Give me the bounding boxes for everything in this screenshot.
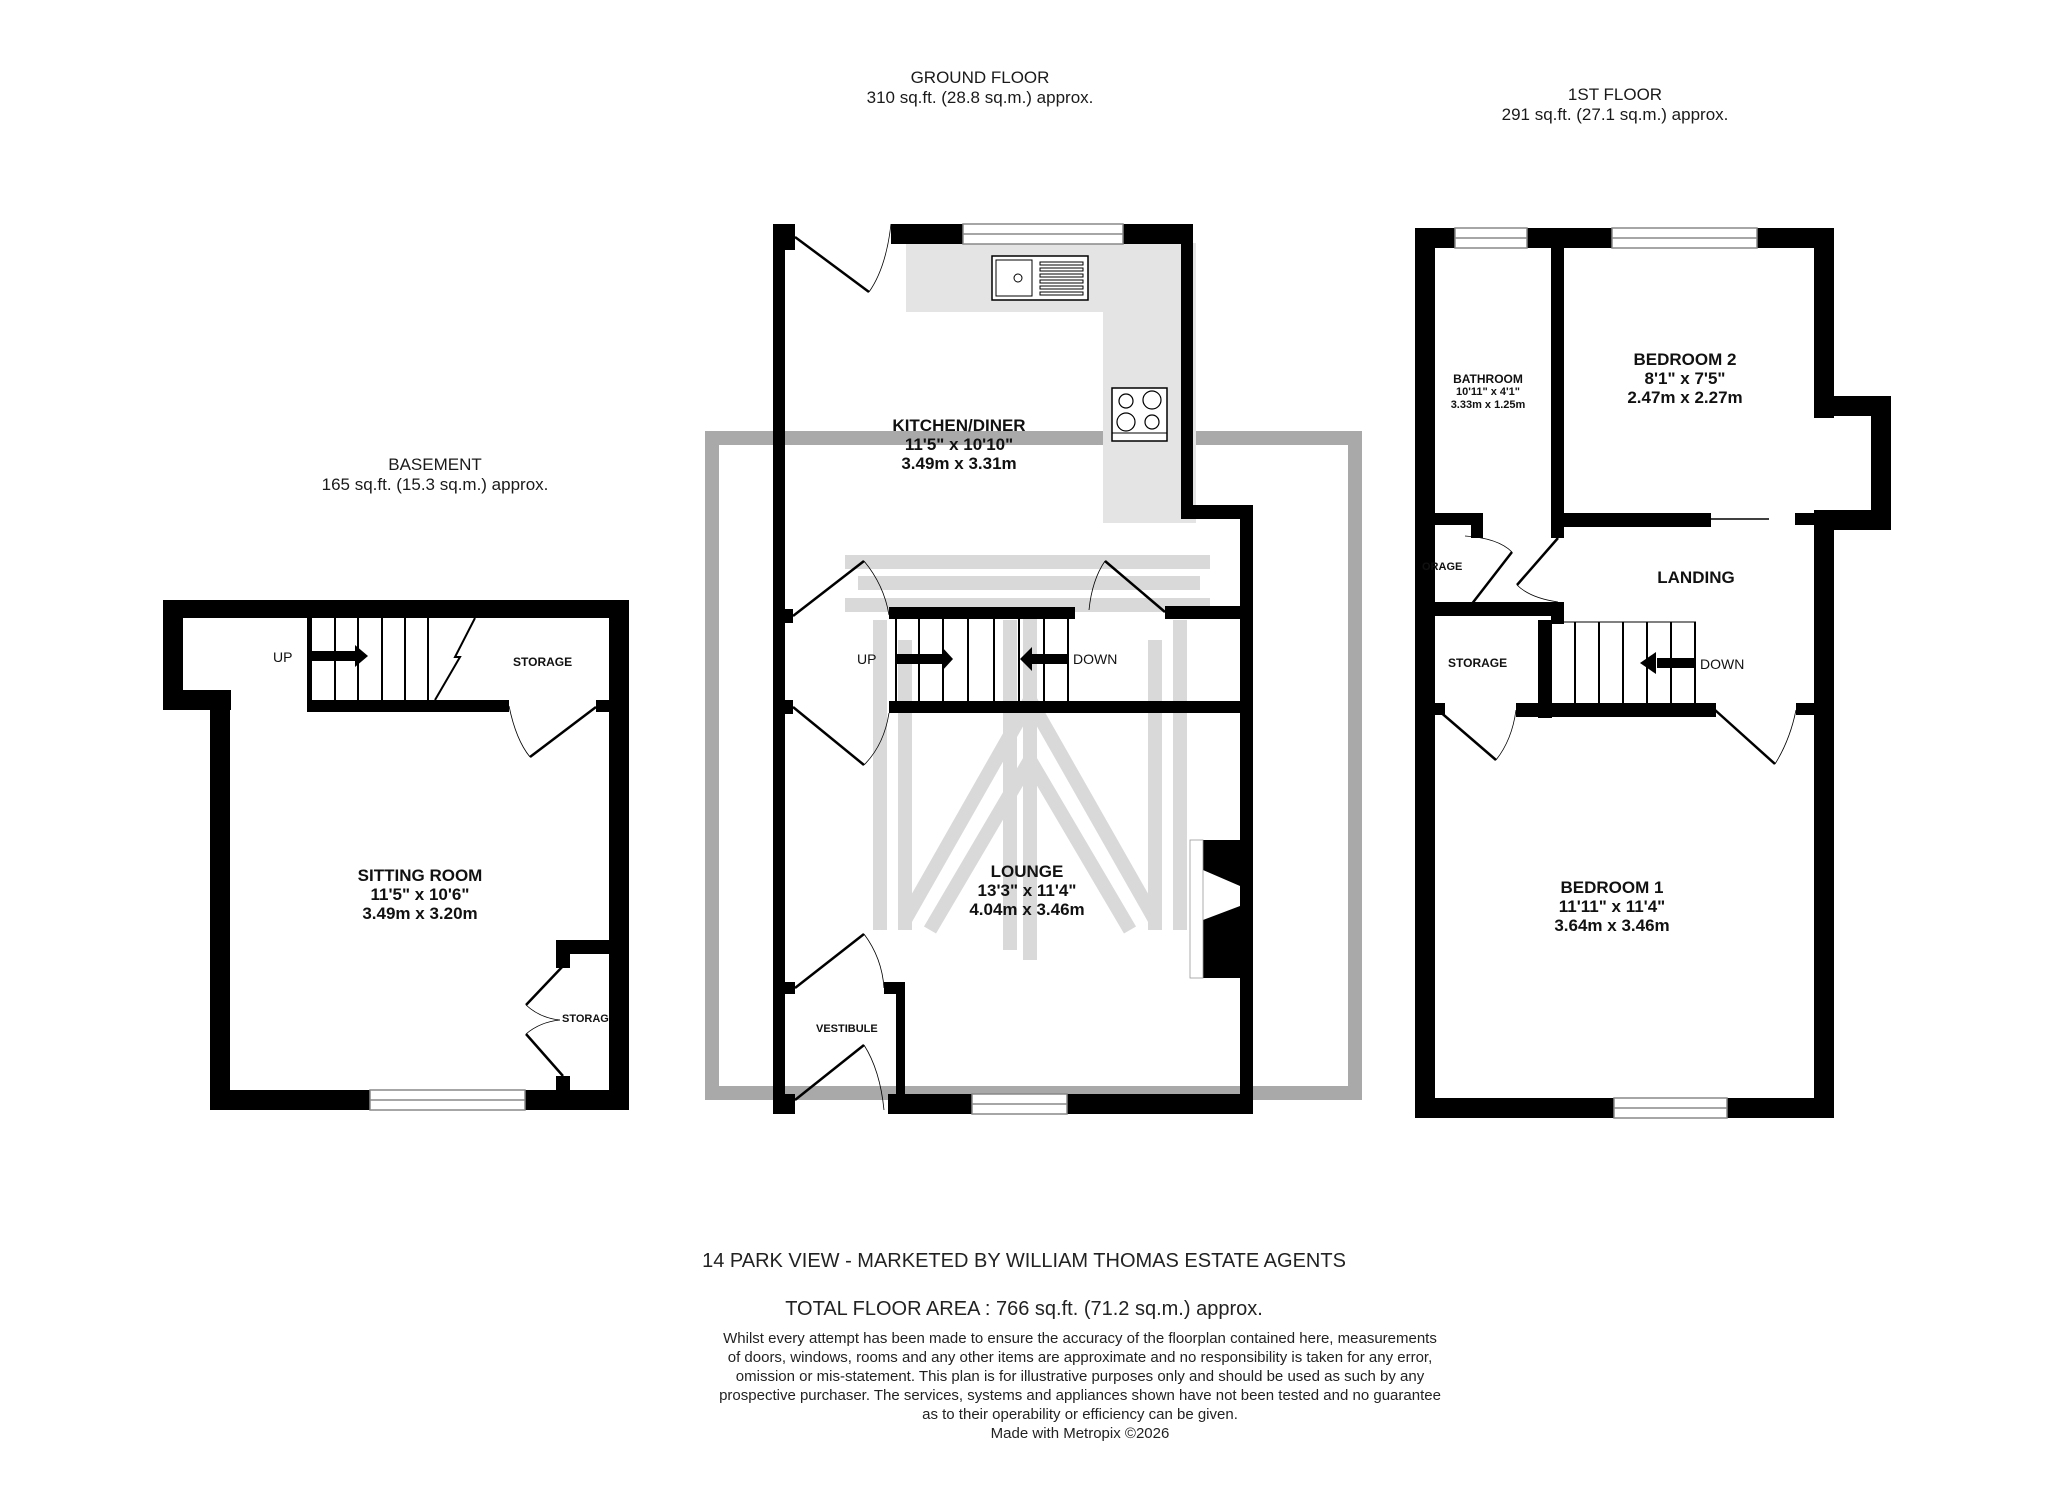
basement-side-storage-label: STORAG [562,1013,609,1025]
sitting-room-metric: 3.49m x 3.20m [362,904,478,923]
kitchen-sink [991,255,1089,301]
bedroom-1-metric: 3.64m x 3.46m [1554,916,1670,935]
ground-floor-area: 310 sq.ft. (28.8 sq.m.) approx. [866,88,1094,107]
first-stair-down-label: DOWN [1700,656,1745,672]
disclaimer-line: of doors, windows, rooms and any other i… [727,1349,1433,1366]
disclaimer-line: Whilst every attempt has been made to en… [723,1330,1437,1347]
property-title: 14 PARK VIEW - MARKETED BY WILLIAM THOMA… [702,1250,1346,1272]
bathroom-imperial: 10'11" x 4'1" [1456,386,1520,398]
lounge-name: LOUNGE [990,862,1064,881]
first-storage-lower-label: STORAGE [1448,656,1508,670]
credit: Made with Metropix ©2026 [990,1425,1170,1442]
basement-doors [508,705,597,1077]
disclaimer-line: prospective purchaser. The services, sys… [719,1387,1441,1404]
ground-doors [792,223,1166,1111]
bedroom-1-name: BEDROOM 1 [1560,878,1664,897]
ground-stair-down-label: DOWN [1073,651,1118,667]
basement-area: 165 sq.ft. (15.3 sq.m.) approx. [321,475,549,494]
total-floor-area: TOTAL FLOOR AREA : 766 sq.ft. (71.2 sq.m… [785,1298,1263,1320]
ground-stair-up-label: UP [857,651,877,667]
ground-floor-title: GROUND FLOOR [910,68,1050,87]
first-floor-plan [1415,227,1891,1119]
basement-up-arrow [312,645,368,667]
kitchen-diner-imperial: 11'5" x 10'10" [904,435,1014,454]
watermark-logo [705,431,1362,1100]
ground-floor-heading: GROUND FLOOR 310 sq.ft. (28.8 sq.m.) app… [830,68,1130,108]
lounge-imperial: 13'3" x 11'4" [977,881,1077,900]
disclaimer-line: as to their operability or efficiency ca… [922,1406,1238,1423]
bedroom-2-imperial: 8'1" x 7'5" [1644,369,1726,388]
bedroom-2-label: BEDROOM 2 8'1" x 7'5" 2.47m x 2.27m [1627,350,1742,407]
sitting-room-name: SITTING ROOM [357,866,483,885]
kitchen-hob [1111,387,1168,442]
first-down-arrow [1640,652,1695,674]
ground-stairs [895,619,1069,701]
landing-label: LANDING [1657,568,1735,587]
ground-floor-plan [773,223,1253,1115]
ground-up-arrow [896,647,953,671]
basement-plan [163,600,629,1111]
bathroom-name: BATHROOM [1453,372,1523,386]
basement-window [369,1089,526,1111]
ground-down-arrow [1020,647,1068,671]
basement-stairs [334,617,476,701]
disclaimer-line: omission or mis-statement. This plan is … [735,1368,1425,1385]
bedroom-1-label: BEDROOM 1 11'11" x 11'4" 3.64m x 3.46m [1554,878,1669,935]
lounge-label: LOUNGE 13'3" x 11'4" 4.04m x 3.46m [969,862,1084,919]
kitchen-diner-label: KITCHEN/DINER 11'5" x 10'10" 3.49m x 3.3… [892,416,1025,473]
first-doors [1437,535,1797,765]
sitting-room-label: SITTING ROOM 11'5" x 10'6" 3.49m x 3.20m [358,866,483,923]
basement-storage-label: STORAGE [513,655,573,669]
bedroom-1-imperial: 11'11" x 11'4" [1558,897,1666,916]
first-floor-heading: 1ST FLOOR 291 sq.ft. (27.1 sq.m.) approx… [1465,85,1765,125]
bedroom-2-name: BEDROOM 2 [1633,350,1737,369]
disclaimer: Whilst every attempt has been made to en… [660,1329,1500,1443]
bedroom-2-metric: 2.47m x 2.27m [1627,388,1743,407]
bathroom-label: BATHROOM 10'11" x 4'1" 3.33m x 1.25m [1451,373,1526,412]
lounge-metric: 4.04m x 3.46m [969,900,1085,919]
basement-heading: BASEMENT 165 sq.ft. (15.3 sq.m.) approx. [285,455,585,495]
basement-title: BASEMENT [388,455,482,474]
first-storage-top-label: ORAGE [1422,561,1463,573]
basement-stair-up-label: UP [273,649,293,665]
kitchen-diner-metric: 3.49m x 3.31m [901,454,1017,473]
first-floor-area: 291 sq.ft. (27.1 sq.m.) approx. [1501,105,1729,124]
sitting-room-imperial: 11'5" x 10'6" [370,885,470,904]
first-floor-title: 1ST FLOOR [1567,85,1663,104]
vestibule-label: VESTIBULE [816,1023,878,1035]
fireplace-hearth [1189,839,1204,979]
kitchen-diner-name: KITCHEN/DINER [892,416,1026,435]
bathroom-metric: 3.33m x 1.25m [1450,399,1526,411]
